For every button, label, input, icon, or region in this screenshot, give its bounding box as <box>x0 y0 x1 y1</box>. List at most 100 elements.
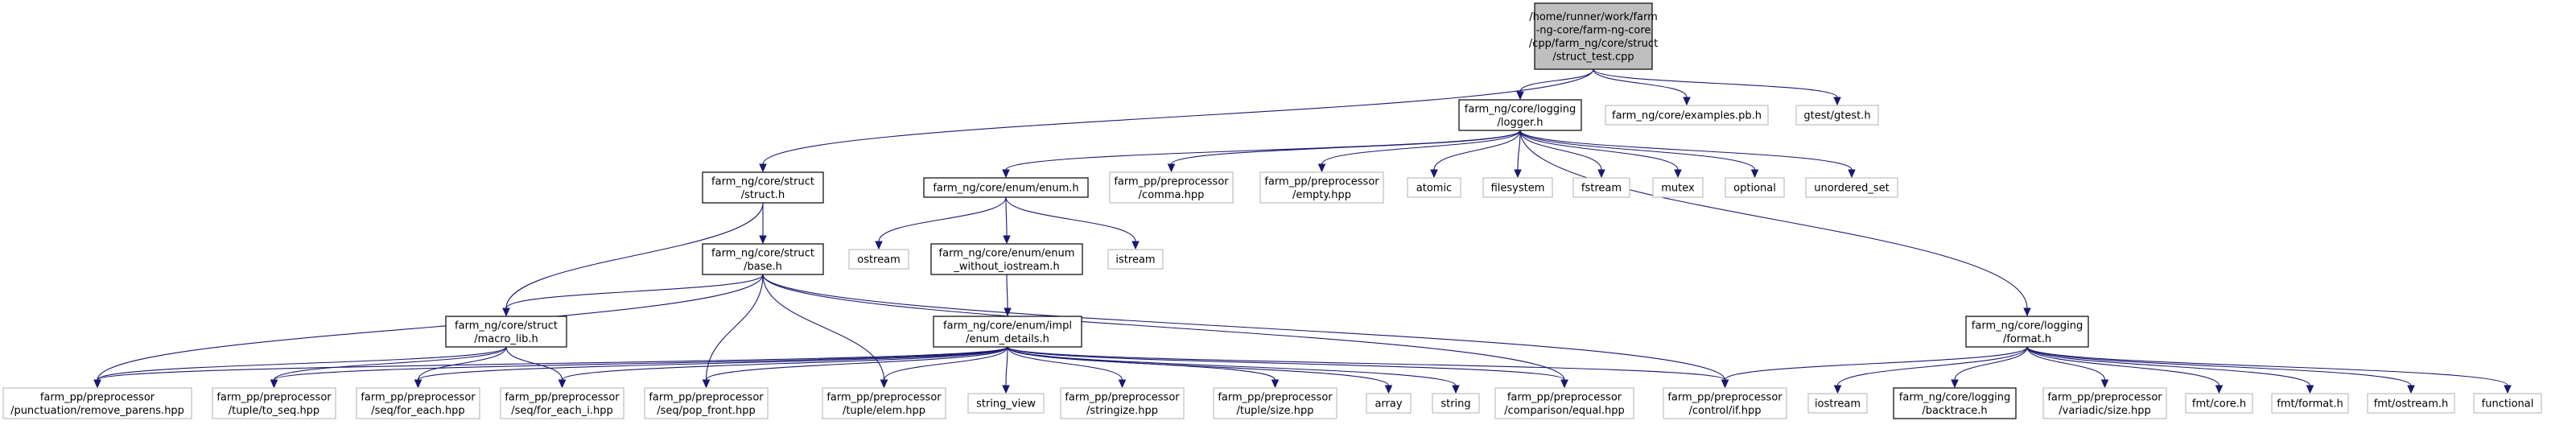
node-label-line: -ng-core/farm-ng-core <box>1536 24 1651 36</box>
node-logger[interactable]: farm_ng/core/logging/logger.h <box>1458 99 1582 131</box>
node-box <box>644 387 769 419</box>
edge-logger-to-optional <box>1519 130 1759 179</box>
node-enum-details[interactable]: farm_ng/core/enum/impl/enum_details.h <box>933 316 1082 348</box>
node-label-line: /macro_lib.h <box>474 333 538 345</box>
node-mutex: mutex <box>1652 177 1704 198</box>
edge-root-to-logger <box>1516 68 1594 101</box>
node-box <box>1432 393 1480 414</box>
node-macro-lib[interactable]: farm_ng/core/struct/macro_lib.h <box>445 316 567 348</box>
edge-enum-details-to-for-each <box>414 346 1008 389</box>
edge-enum-details-to-to-seq <box>270 346 1008 389</box>
edge-logger-to-fstream <box>1519 130 1605 179</box>
node-enum-h[interactable]: farm_ng/core/enum/enum.h <box>923 177 1089 198</box>
edge-enum-h-to-istream <box>1005 196 1140 250</box>
edge-enum-without-to-enum-details <box>1004 274 1012 317</box>
node-label-line: atomic <box>1416 183 1452 195</box>
edge-logger-to-filesystem <box>1514 130 1522 179</box>
node-base-h[interactable]: farm_ng/core/struct/base.h <box>702 243 824 275</box>
node-label-line: /comma.hpp <box>1139 189 1205 201</box>
edge-format-h-to-fmt-format <box>2026 346 2314 394</box>
node-struct-h[interactable]: farm_ng/core/struct/struct.h <box>702 171 824 204</box>
edge-struct-h-to-base-h <box>759 203 767 245</box>
edge-enum-h-to-enum-without <box>1003 196 1011 245</box>
node-iostream: iostream <box>1807 393 1868 414</box>
node-label-line: _without_iostream.h <box>953 261 1059 273</box>
edge-logger-to-enum-h <box>1002 130 1521 179</box>
edge-logger-to-unordered-set <box>1519 130 1856 179</box>
edge-root-to-gtest <box>1593 68 1841 106</box>
node-box <box>930 243 1083 275</box>
node-box <box>923 177 1089 198</box>
node-remove-parens: farm_pp/preprocessor/punctuation/remove_… <box>2 387 192 419</box>
node-label-line: /empty.hpp <box>1292 189 1351 201</box>
node-label-line: /seq/for_each_i.hpp <box>511 405 613 417</box>
edge-logger-to-atomic <box>1430 130 1521 179</box>
edge-format-h-to-functional <box>2026 346 2512 394</box>
edge-enum-details-to-remove-parens <box>93 346 1008 389</box>
node-examples: farm_ng/core/examples.pb.h <box>1605 105 1769 126</box>
node-box <box>445 316 567 348</box>
edge-base-h-to-macro-lib <box>502 274 764 317</box>
edge-macro-lib-to-for-each-i <box>505 346 567 389</box>
node-box <box>1494 387 1634 419</box>
node-box <box>1795 105 1879 126</box>
node-label-line: farm_ng/core/enum/enum <box>939 247 1075 259</box>
edge-enum-details-to-pop-front <box>702 346 1008 389</box>
node-backtrace[interactable]: farm_ng/core/logging/backtrace.h <box>1893 387 2017 419</box>
node-fmt-core: fmt/core.h <box>2185 393 2253 414</box>
node-label-line: array <box>1375 398 1402 411</box>
node-label-line: /stringize.hpp <box>1086 405 1158 417</box>
node-label-line: farm_pp/preprocessor <box>1114 175 1229 188</box>
node-atomic: atomic <box>1407 177 1461 198</box>
node-label-line: /tuple/to_seq.hpp <box>229 405 319 417</box>
node-label-line: string_view <box>976 398 1036 411</box>
node-label-line: farm_pp/preprocessor <box>1507 391 1622 403</box>
node-label-line: farm_ng/core/struct <box>711 247 814 259</box>
node-box <box>2271 393 2349 414</box>
node-variadic-size: farm_pp/preprocessor/variadic/size.hpp <box>2042 387 2167 419</box>
node-filesystem: filesystem <box>1482 177 1553 198</box>
node-box <box>2 387 192 419</box>
edge-logger-to-empty <box>1317 130 1521 173</box>
node-box <box>1366 393 1412 414</box>
node-label-line: farm_ng/core/logging <box>1465 103 1576 115</box>
node-unordered-set: unordered_set <box>1805 177 1898 198</box>
node-box <box>1482 177 1553 198</box>
node-box <box>1572 177 1630 198</box>
node-label-line: farm_pp/preprocessor <box>361 391 476 403</box>
edge-enum-details-to-string-view <box>1002 346 1010 394</box>
node-label-line: istream <box>1115 254 1155 266</box>
node-label-line: /comparison/equal.hpp <box>1504 405 1625 417</box>
node-label-line: farm_pp/preprocessor <box>649 391 764 403</box>
edge-format-h-to-variadic-size <box>2026 346 2109 389</box>
node-label-line: farm_ng/core/struct <box>455 320 558 332</box>
edge-enum-details-to-elem <box>880 346 1008 389</box>
node-box <box>1109 171 1234 204</box>
node-label-line: /seq/for_each.hpp <box>371 405 464 417</box>
node-array: array <box>1366 393 1412 414</box>
node-label-line: mutex <box>1661 183 1695 195</box>
edge-format-h-to-if-hpp <box>1721 346 2028 389</box>
node-box <box>1652 177 1704 198</box>
node-label-line: iostream <box>1815 398 1861 411</box>
node-label-line: farm_ng/core/enum/impl <box>943 320 1072 332</box>
node-format-h[interactable]: farm_ng/core/logging/format.h <box>1965 316 2089 348</box>
node-label-line: ostream <box>857 254 901 266</box>
node-label-line: /tuple/size.hpp <box>1236 405 1313 417</box>
node-label-line: farm_pp/preprocessor <box>2047 391 2162 403</box>
edge-root-to-examples <box>1593 68 1691 106</box>
edge-base-h-to-if-hpp <box>762 274 1729 389</box>
node-box <box>1259 171 1384 204</box>
node-label-line: farm_pp/preprocessor <box>1218 391 1333 403</box>
node-box <box>702 171 824 204</box>
node-enum-without[interactable]: farm_ng/core/enum/enum _without_iostream.… <box>930 243 1083 275</box>
node-root: /home/runner/work/farm-ng-core/farm-ng-c… <box>1529 2 1658 70</box>
node-stringize: farm_pp/preprocessor/stringize.hpp <box>1060 387 1185 419</box>
node-label-line: /enum_details.h <box>966 333 1049 345</box>
node-label-line: farm_pp/preprocessor <box>826 391 942 403</box>
node-box <box>1663 387 1787 419</box>
node-label-line: filesystem <box>1491 183 1545 195</box>
nodes-layer: /home/runner/work/farm-ng-core/farm-ng-c… <box>2 2 2542 419</box>
node-label-line: /variadic/size.hpp <box>2059 405 2150 417</box>
